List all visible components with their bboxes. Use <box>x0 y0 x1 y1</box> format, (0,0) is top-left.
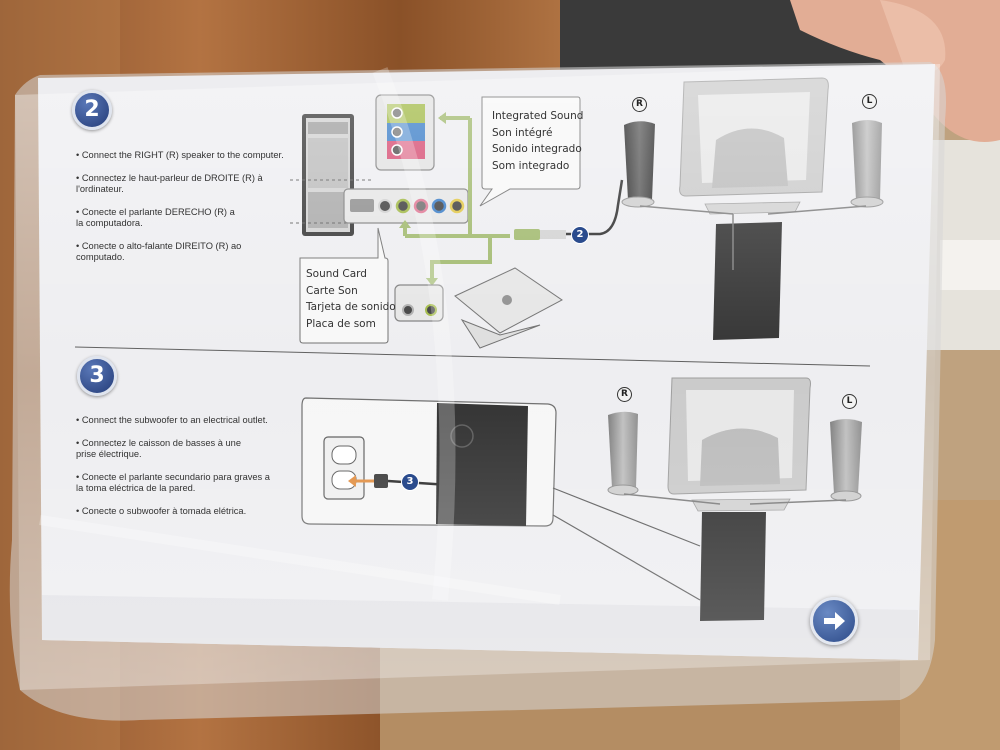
step-3-bullet-pt: • Conecte o subwoofer à tomada elétrica. <box>76 505 247 516</box>
integrated-sound-es: Sonido integrado <box>492 143 582 155</box>
sound-card-pt: Placa de som <box>306 317 376 330</box>
integrated-sound-pt: Som integrado <box>492 159 570 172</box>
step-2-cable-badge: 2 <box>571 226 589 244</box>
left-speaker-mark-step3: L <box>842 394 857 409</box>
step-2-bullet-en: • Connect the RIGHT (R) speaker to the c… <box>76 150 284 160</box>
step-3-bullet-es: • Conecte el parlante secundario para gr… <box>76 471 270 494</box>
step-2-bullet-fr: • Connectez le haut-parleur de DROITE (R… <box>76 172 263 195</box>
step-3-bullet-en: • Connect the subwoofer to an electrical… <box>76 415 268 425</box>
arrow-right-icon <box>824 612 845 630</box>
right-speaker-mark: R <box>632 97 647 112</box>
integrated-sound-fr: Son intégré <box>492 126 553 139</box>
step-2-bullet-pt: • Conecte o alto-falante DIREITO (R) ao … <box>76 240 242 263</box>
step-3-instructions: • Connect the subwoofer to an electrical… <box>76 415 296 528</box>
next-page-button[interactable] <box>810 597 858 645</box>
step-2-bullet-es: • Conecte el parlante DERECHO (R) a la c… <box>76 206 235 229</box>
left-speaker-mark: L <box>862 94 877 109</box>
step-2-instructions: • Connect the RIGHT (R) speaker to the c… <box>76 150 296 275</box>
sound-card-en: Sound Card <box>306 268 367 280</box>
right-speaker-mark-step3: R <box>617 387 632 402</box>
sound-card-es: Tarjeta de sonido <box>306 301 396 313</box>
step-3-cable-badge: 3 <box>401 473 419 491</box>
integrated-sound-en: Integrated Sound <box>492 110 584 122</box>
step-3-number: 3 <box>77 356 117 396</box>
integrated-sound-label: Integrated Sound Son intégré Sonido inte… <box>492 108 583 174</box>
step-3-bullet-fr: • Connectez le caisson de basses à une p… <box>76 437 242 460</box>
sound-card-label: Sound Card Carte Son Tarjeta de sonido P… <box>306 266 396 332</box>
step-2-number: 2 <box>72 90 112 130</box>
sound-card-fr: Carte Son <box>306 284 358 297</box>
